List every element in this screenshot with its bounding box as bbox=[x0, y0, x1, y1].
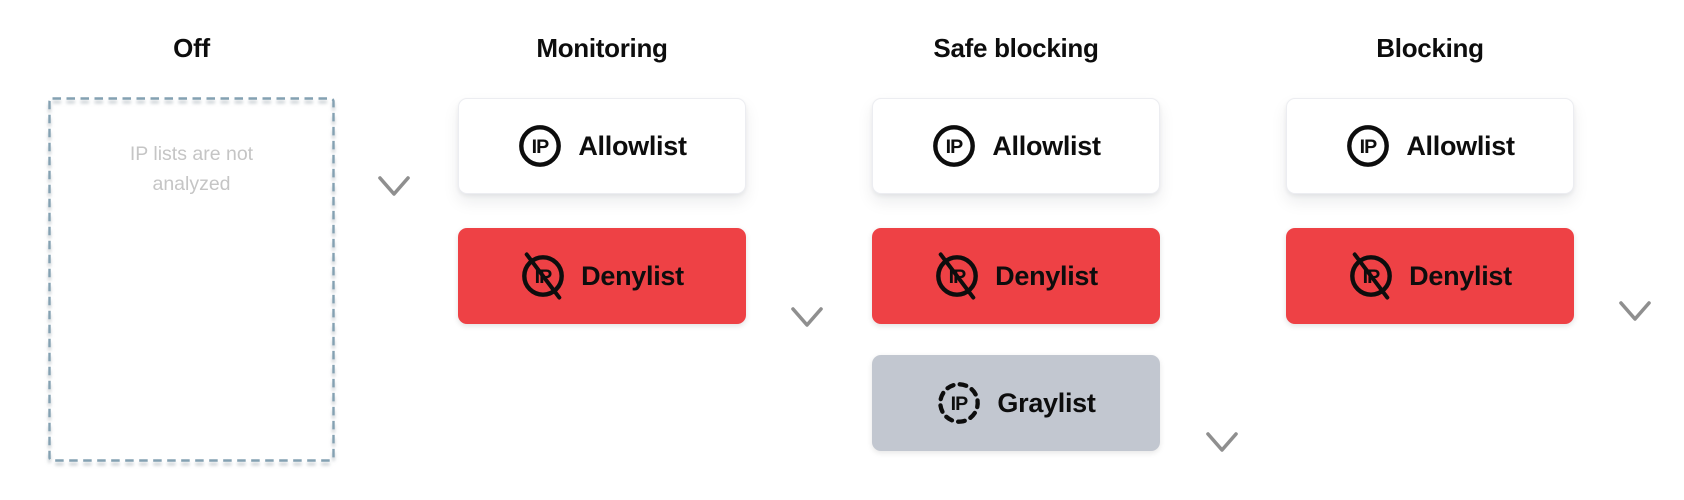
down-arrow-after-blocking bbox=[1619, 94, 1651, 321]
card-label: Allowlist bbox=[1406, 130, 1515, 161]
svg-text:IP: IP bbox=[951, 393, 968, 415]
column-title-safe-blocking: Safe blocking bbox=[933, 33, 1099, 63]
svg-text:IP: IP bbox=[946, 136, 963, 158]
ip-crossed-circle-icon: IP bbox=[1350, 252, 1393, 300]
card-label: Denylist bbox=[581, 260, 684, 291]
svg-text:IP: IP bbox=[532, 136, 549, 158]
off-empty-state-box: IP lists are not analyzed bbox=[48, 97, 335, 462]
ip-circle-icon: IP bbox=[1347, 125, 1390, 167]
down-arrow-off-to-monitoring bbox=[378, 94, 410, 196]
allowlist-card: IP Allowlist bbox=[1286, 98, 1574, 194]
column-title-blocking: Blocking bbox=[1376, 33, 1484, 63]
off-placeholder-text: IP lists are not analyzed bbox=[129, 143, 254, 195]
card-label: Allowlist bbox=[992, 130, 1101, 161]
ip-crossed-circle-icon: IP bbox=[936, 252, 979, 300]
ip-dashed-circle-icon: IP bbox=[938, 382, 981, 424]
down-arrow-safe-blocking-to-blocking bbox=[1206, 94, 1238, 452]
column-title-off: Off bbox=[173, 33, 210, 63]
svg-text:IP: IP bbox=[1360, 136, 1377, 158]
card-label: Graylist bbox=[997, 387, 1096, 418]
allowlist-card: IP Allowlist bbox=[872, 98, 1160, 194]
allowlist-card: IP Allowlist bbox=[458, 98, 746, 194]
ip-circle-icon: IP bbox=[933, 125, 976, 167]
ip-circle-icon: IP bbox=[519, 125, 562, 167]
down-arrow-monitoring-to-safe-blocking bbox=[791, 94, 823, 327]
card-label: Denylist bbox=[995, 260, 1098, 291]
denylist-card: IP Denylist bbox=[872, 228, 1160, 324]
column-title-monitoring: Monitoring bbox=[536, 33, 668, 63]
denylist-card: IP Denylist bbox=[1286, 228, 1574, 324]
ip-crossed-circle-icon: IP bbox=[522, 252, 565, 300]
graylist-card: IP Graylist bbox=[872, 355, 1160, 451]
denylist-card: IP Denylist bbox=[458, 228, 746, 324]
card-label: Denylist bbox=[1409, 260, 1512, 291]
card-label: Allowlist bbox=[578, 130, 687, 161]
